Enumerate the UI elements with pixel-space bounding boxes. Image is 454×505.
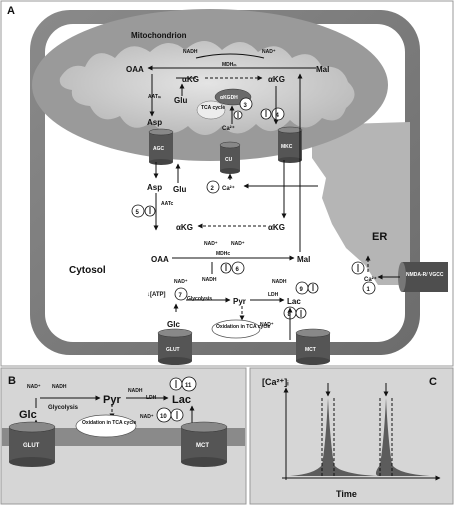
akgdh-label: αKGDH xyxy=(220,95,238,101)
step-5-circle xyxy=(131,204,145,218)
b-mct-label: MCT xyxy=(196,443,209,449)
pyr-label: Pyr xyxy=(233,297,246,306)
akg-mito-left: αKG xyxy=(182,75,199,84)
cytosol-label: Cytosol xyxy=(69,265,106,276)
aat-cyto: AATc xyxy=(161,201,174,207)
mal-mito: Mal xyxy=(316,65,329,74)
oaa-mito: OAA xyxy=(126,65,144,74)
panel-b: B NAD⁺ NADH NADH Glycolysis Pyr Lac LDH … xyxy=(0,367,247,505)
nadh-cyto-1: NADH xyxy=(202,277,217,283)
b-nadh-2: NADH xyxy=(128,388,143,394)
glu-cyto: Glu xyxy=(173,185,186,194)
panel-c-xlabel: Time xyxy=(336,489,357,499)
panel-a: A ER Mitochondrion OAA αKG αKG Mal NADH … xyxy=(0,0,454,367)
step-7-label: 7 xyxy=(179,293,183,299)
nadh-cyto-2: NADH xyxy=(272,279,287,285)
agc-label: AGC xyxy=(153,146,165,152)
nad-cyto-3: NAD⁺ xyxy=(174,279,188,285)
er-shape xyxy=(312,122,410,285)
oxidation-label: Oxidation in TCA cycle xyxy=(216,324,270,330)
ca-cyto: Ca²⁺ xyxy=(222,185,235,192)
step-4-label: 4 xyxy=(276,113,280,119)
b-nadh-1: NADH xyxy=(52,384,67,390)
panel-c-frame xyxy=(249,367,454,505)
panel-a-letter: A xyxy=(7,5,15,17)
b-lac: Lac xyxy=(172,394,191,406)
oaa-cyto: OAA xyxy=(151,255,169,264)
step-2-label: 2 xyxy=(211,186,215,192)
nmda-channel: NMDA-R/ VGCC xyxy=(398,262,448,292)
nadh-mito: NADH xyxy=(183,49,198,55)
mkc-label: MKC xyxy=(281,144,293,150)
akg-cyto-left: αKG xyxy=(176,223,193,232)
step-3-circle xyxy=(239,97,253,111)
agc-carrier: AGC xyxy=(148,128,174,165)
nad-cyto-1: NAD⁺ xyxy=(204,241,218,247)
nad-cyto-2: NAD⁺ xyxy=(231,241,245,247)
b-step-11-circle xyxy=(181,376,197,392)
step-3-label: 3 xyxy=(244,103,248,109)
panel-c-letter: C xyxy=(429,376,437,388)
oxidation-ellipse xyxy=(211,319,261,339)
mct-label: MCT xyxy=(305,347,316,353)
mkc-carrier: MKC xyxy=(277,126,303,163)
step-5-label: 5 xyxy=(136,210,140,216)
c-calcium-trace xyxy=(290,398,430,476)
akg-cyto-right: αKG xyxy=(268,223,285,232)
b-nad-2: NAD⁺ xyxy=(140,414,154,420)
b-glycolysis: Glycolysis xyxy=(48,405,79,411)
nmda-label: NMDA-R/ VGCC xyxy=(406,272,444,278)
ldh-label: LDH xyxy=(268,292,279,298)
b-oxidation-ellipse xyxy=(75,414,137,438)
b-glut-transporter: GLUT xyxy=(8,421,56,467)
b-glut-label: GLUT xyxy=(23,443,40,449)
b-nad-1: NAD⁺ xyxy=(27,384,41,390)
glut-label: GLUT xyxy=(166,347,180,353)
panel-b-letter: B xyxy=(8,375,16,387)
tca-ellipse xyxy=(196,100,226,120)
step-9-label: 9 xyxy=(300,287,304,293)
step-2-circle xyxy=(206,180,220,194)
b-glc: Glc xyxy=(19,409,37,421)
mdh-mito-curve xyxy=(195,53,265,59)
step-6-label: 6 xyxy=(236,267,240,273)
step-6-circle xyxy=(231,261,245,275)
step-7-circle xyxy=(174,287,188,301)
b-step-10-label: 10 xyxy=(160,414,167,420)
lac-label: Lac xyxy=(287,297,301,306)
akg-mito-right: αKG xyxy=(268,75,285,84)
panel-c: C [Ca²⁺]ᵢ Time xyxy=(249,367,454,505)
mct-transporter: MCT xyxy=(295,328,331,365)
panel-c-ylabel: [Ca²⁺]ᵢ xyxy=(262,377,289,387)
b-pyr: Pyr xyxy=(103,394,121,406)
cu-label: CU xyxy=(225,157,233,163)
asp-mito: Asp xyxy=(147,118,162,127)
atp-label: ↓[ATP] xyxy=(147,292,166,298)
asp-cyto: Asp xyxy=(147,183,162,192)
cu-carrier: CU xyxy=(219,141,241,174)
ca-er: Ca²⁺ xyxy=(364,276,377,283)
glu-mito: Glu xyxy=(174,96,187,105)
step-1-circle xyxy=(362,281,376,295)
ca-mito: Ca²⁺ xyxy=(222,125,235,132)
b-oxidation-label: Oxidation in TCA cycle xyxy=(82,420,136,426)
aat-mito: AATₘ xyxy=(148,94,161,100)
glut-transporter: GLUT xyxy=(157,328,193,365)
b-mct-transporter: MCT xyxy=(180,421,228,467)
er-label: ER xyxy=(372,231,387,243)
nad-mito: NAD⁺ xyxy=(262,49,276,55)
glc-label: Glc xyxy=(167,320,180,329)
mitochondrion-label: Mitochondrion xyxy=(131,31,187,40)
tca-label: TCA cycle xyxy=(201,105,225,111)
mal-cyto: Mal xyxy=(297,255,310,264)
mdh-cyto: MDHc xyxy=(216,251,230,257)
nad-cyto-4: NAD⁺ xyxy=(260,322,274,328)
step-1-label: 1 xyxy=(367,287,371,293)
mdh-mito: MDHₘ xyxy=(222,62,237,68)
glycolysis-label: Glycolysis xyxy=(187,296,212,302)
b-step-11-label: 11 xyxy=(185,383,192,389)
